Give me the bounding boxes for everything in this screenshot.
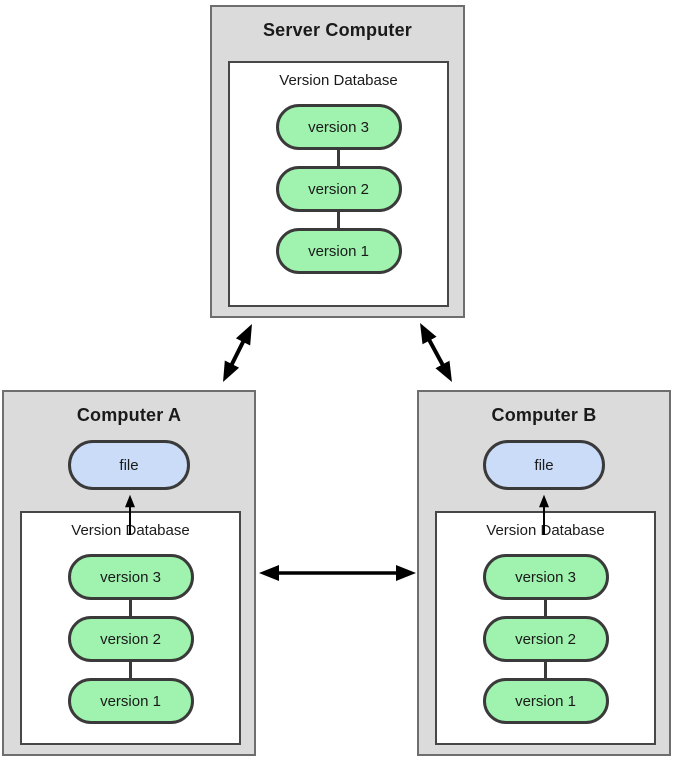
computer-a-version-stack: version 3 version 2 version 1 bbox=[22, 554, 239, 724]
computer-a-title: Computer A bbox=[76, 405, 182, 425]
computer-a-version-database-label: Version Database bbox=[71, 522, 190, 539]
computer-b-version-3-node: version 3 bbox=[482, 554, 609, 600]
computer-a-version-2-node: version 2 bbox=[67, 616, 194, 662]
computer-b-version-2-node: version 2 bbox=[482, 616, 609, 662]
server-version-2-node: version 2 bbox=[275, 166, 402, 212]
server-computer-box: Server Computer Version Database version… bbox=[210, 5, 465, 318]
version-link-line bbox=[337, 212, 340, 228]
computer-b-box: Computer B file Version Database version… bbox=[417, 390, 671, 756]
computer-b-file-node: file bbox=[483, 440, 605, 490]
version-link-line bbox=[129, 600, 132, 616]
server-computer-title: Server Computer bbox=[262, 20, 413, 40]
computer-a-version-database-box: Version Database version 3 version 2 ver… bbox=[20, 511, 241, 745]
server-version-stack: version 3 version 2 version 1 bbox=[230, 104, 447, 274]
server-version-3-node: version 3 bbox=[275, 104, 402, 150]
server-version-database-label: Version Database bbox=[279, 72, 398, 89]
computer-b-title: Computer B bbox=[491, 405, 597, 425]
server-version-1-node: version 1 bbox=[275, 228, 402, 274]
version-link-line bbox=[544, 600, 547, 616]
version-link-line bbox=[337, 150, 340, 166]
computer-a-version-1-node: version 1 bbox=[67, 678, 194, 724]
computer-a-version-3-node: version 3 bbox=[67, 554, 194, 600]
version-link-line bbox=[544, 662, 547, 678]
computer-a-box: Computer A file Version Database version… bbox=[2, 390, 256, 756]
computer-b-version-database-box: Version Database version 3 version 2 ver… bbox=[435, 511, 656, 745]
computer-a-file-node: file bbox=[68, 440, 190, 490]
computer-b-version-stack: version 3 version 2 version 1 bbox=[437, 554, 654, 724]
arrow-server-computer-b bbox=[420, 323, 452, 382]
computer-b-version-1-node: version 1 bbox=[482, 678, 609, 724]
server-version-database-box: Version Database version 3 version 2 ver… bbox=[228, 61, 449, 307]
version-link-line bbox=[129, 662, 132, 678]
arrow-server-computer-a bbox=[223, 324, 252, 382]
computer-b-version-database-label: Version Database bbox=[486, 522, 605, 539]
